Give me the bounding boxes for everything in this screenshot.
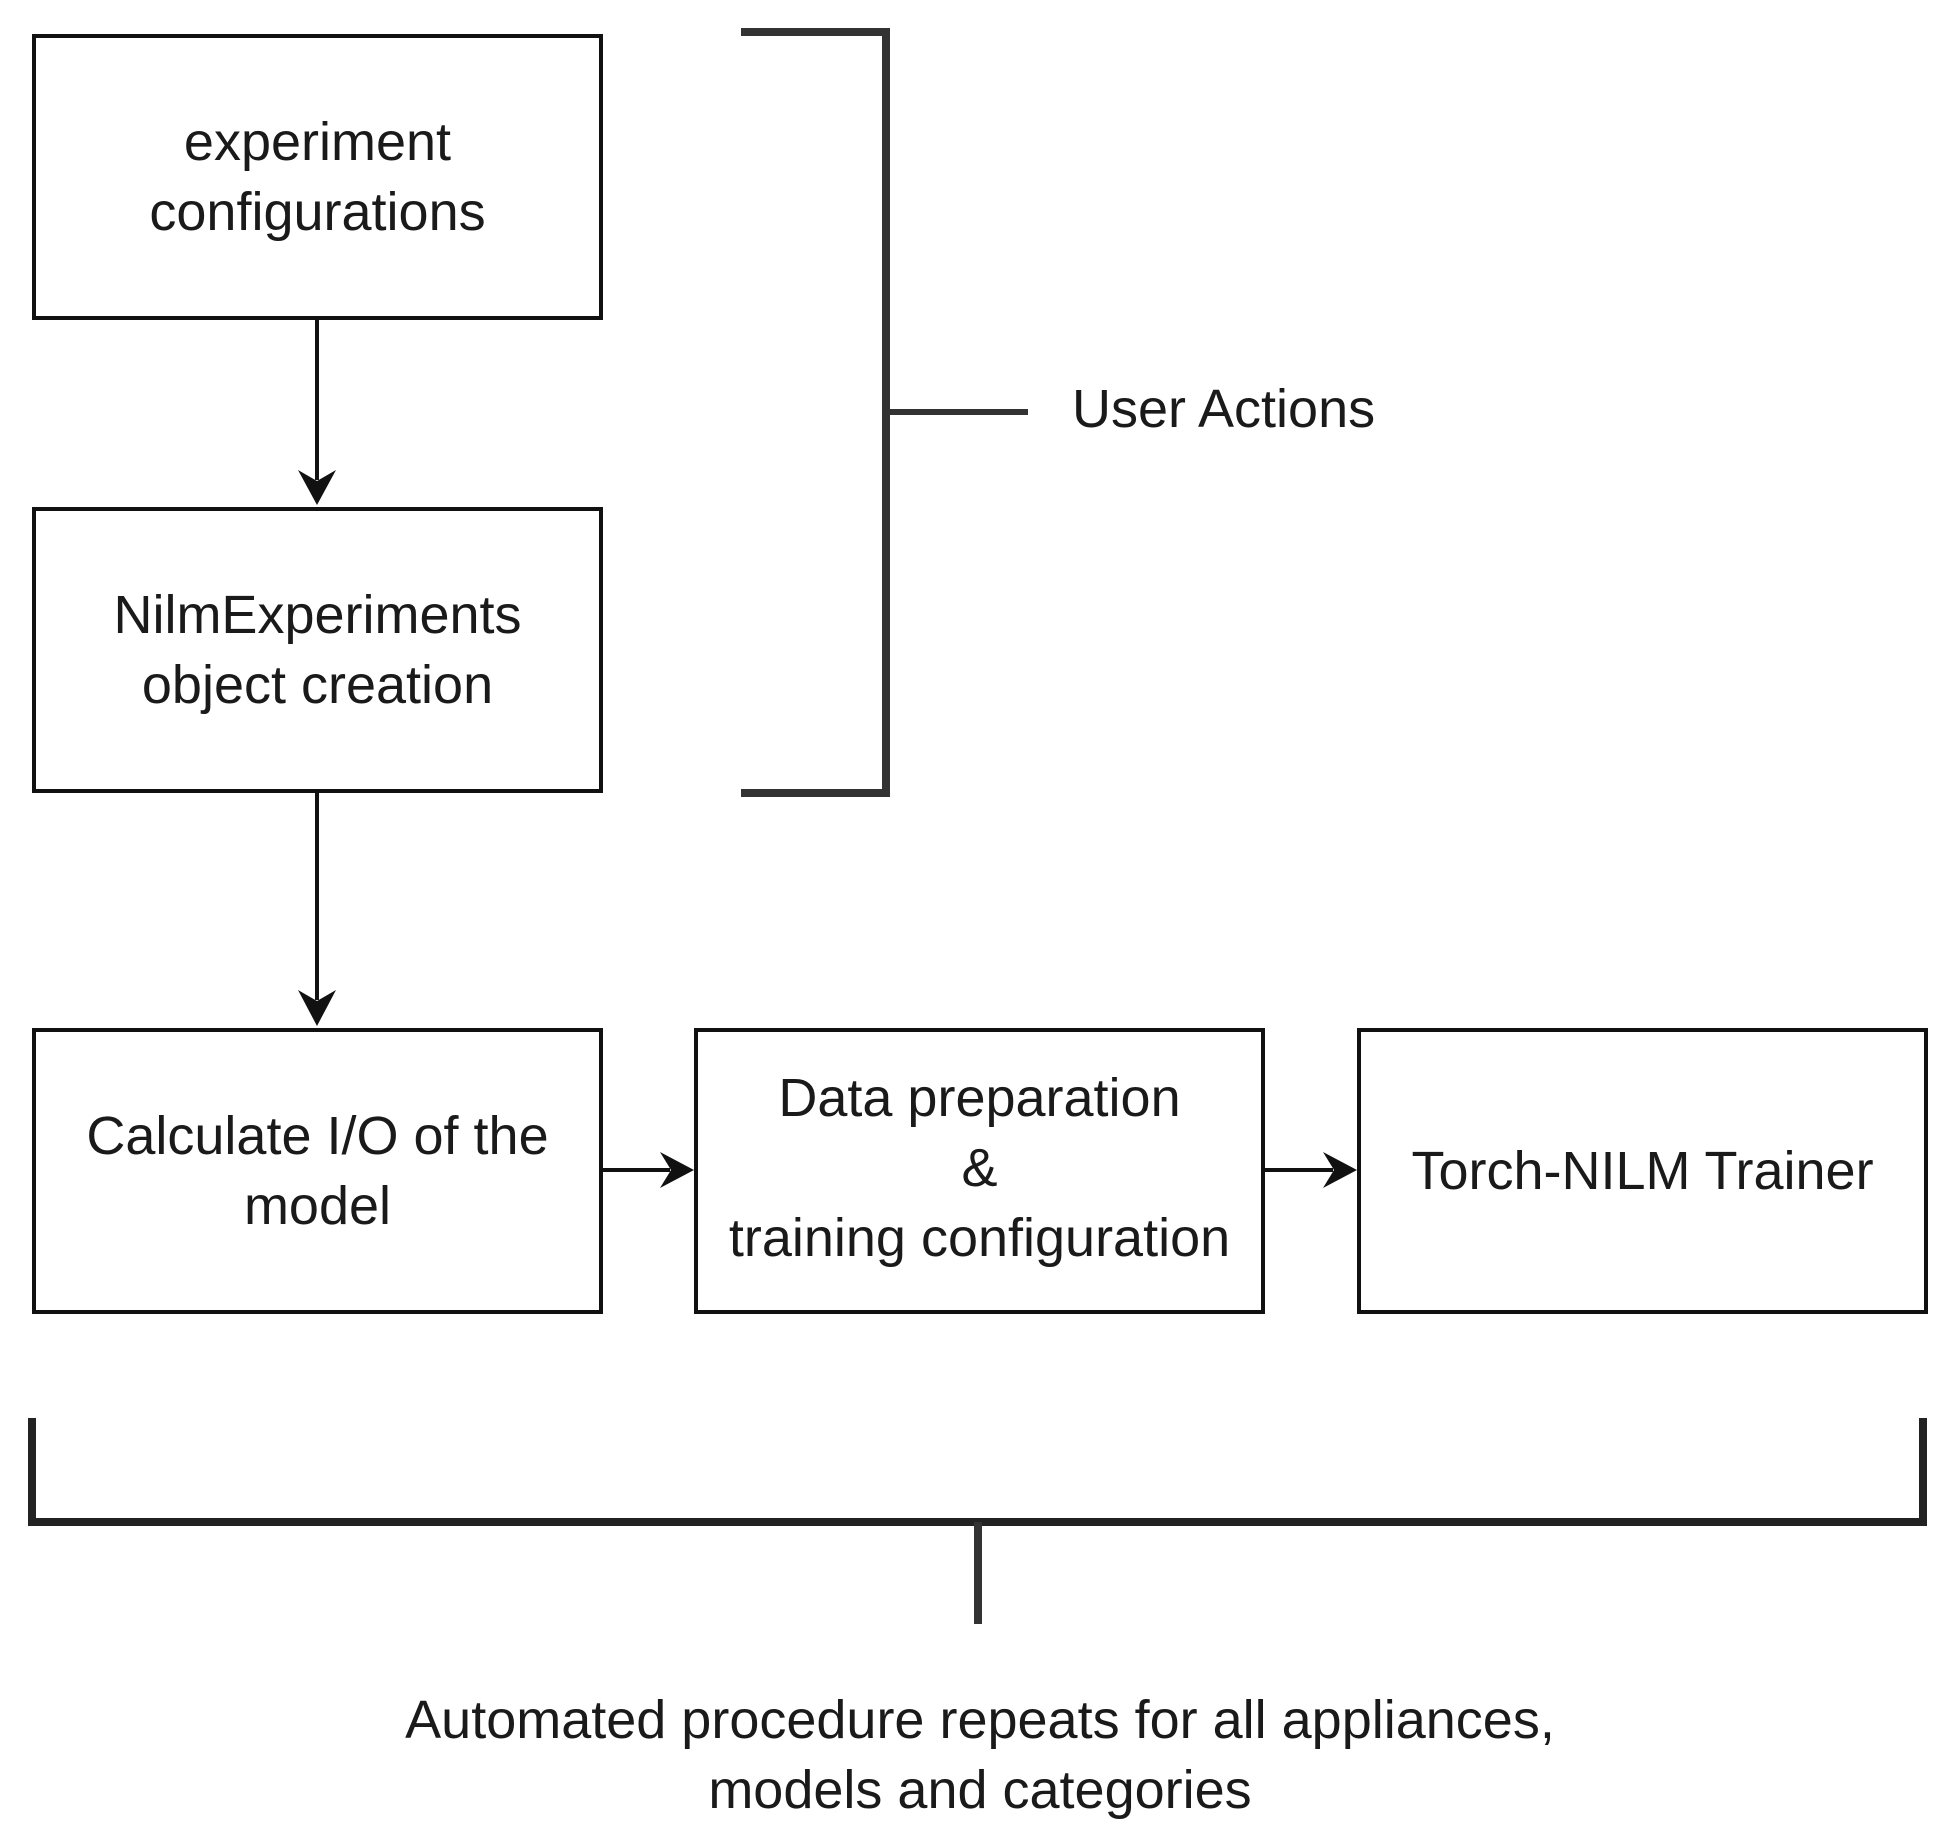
arrow-calculate-to-data-prep [603, 1152, 694, 1188]
experiment-configurations-box: experiment configurations [32, 34, 603, 320]
arrow-data-prep-to-trainer [1265, 1152, 1357, 1188]
user-actions-bracket [741, 28, 1028, 797]
automated-procedure-bracket [28, 1418, 1927, 1624]
torch-nilm-trainer-label: Torch-NILM Trainer [1411, 1141, 1874, 1201]
user-actions-label: User Actions [1072, 379, 1376, 439]
arrow-nilm-to-calculate [298, 793, 336, 1026]
calculate-io-label: Calculate I/O of the model [86, 1106, 549, 1236]
nilm-experiments-box: NilmExperiments object creation [32, 507, 603, 793]
nilm-experiments-label: NilmExperiments object creation [113, 585, 522, 715]
automated-procedure-label: Automated procedure repeats for all appl… [405, 1690, 1555, 1820]
data-preparation-box: Data preparation & training configuratio… [694, 1028, 1265, 1314]
torch-nilm-trainer-box: Torch-NILM Trainer [1357, 1028, 1928, 1314]
calculate-io-box: Calculate I/O of the model [32, 1028, 603, 1314]
data-preparation-label: Data preparation & training configuratio… [728, 1068, 1231, 1268]
experiment-configurations-label: experiment configurations [149, 112, 486, 242]
arrow-config-to-nilm [298, 320, 336, 505]
